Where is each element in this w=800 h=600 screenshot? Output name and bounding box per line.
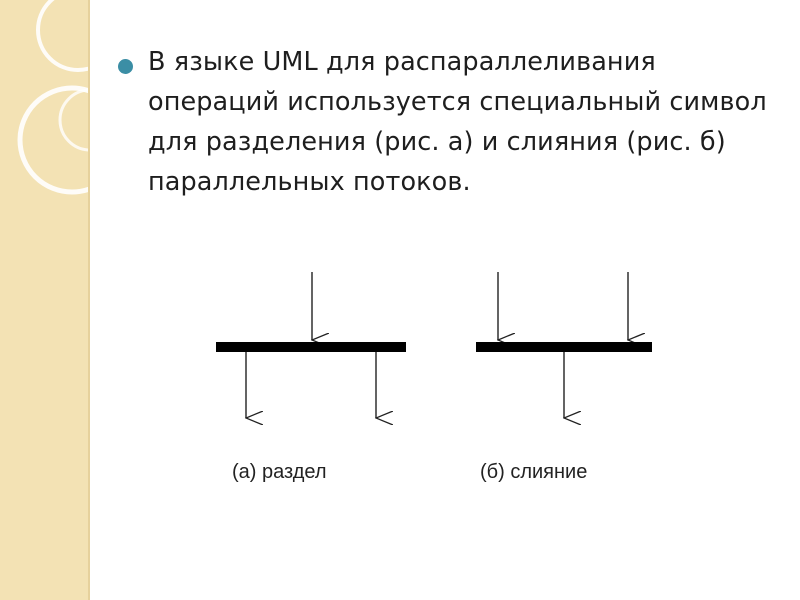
join-symbol: (б) слияние — [476, 272, 652, 483]
join-bar — [476, 342, 652, 352]
fork-join-diagram: (а) раздел (б) слияние — [216, 272, 652, 483]
bullet-text: В языке UML для распараллеливания операц… — [148, 47, 767, 197]
side-divider — [88, 0, 90, 600]
fork-symbol: (а) раздел — [216, 272, 406, 483]
bullet-item: В языке UML для распараллеливания операц… — [118, 42, 778, 202]
fork-join-figure: (а) раздел (б) слияние — [196, 256, 676, 496]
bullet-dot-icon — [118, 59, 133, 74]
fork-bar — [216, 342, 406, 352]
join-caption: (б) слияние — [480, 461, 587, 483]
fork-caption: (а) раздел — [232, 461, 327, 483]
decorative-circles — [17, 0, 88, 195]
decorative-side-panel — [0, 0, 88, 600]
